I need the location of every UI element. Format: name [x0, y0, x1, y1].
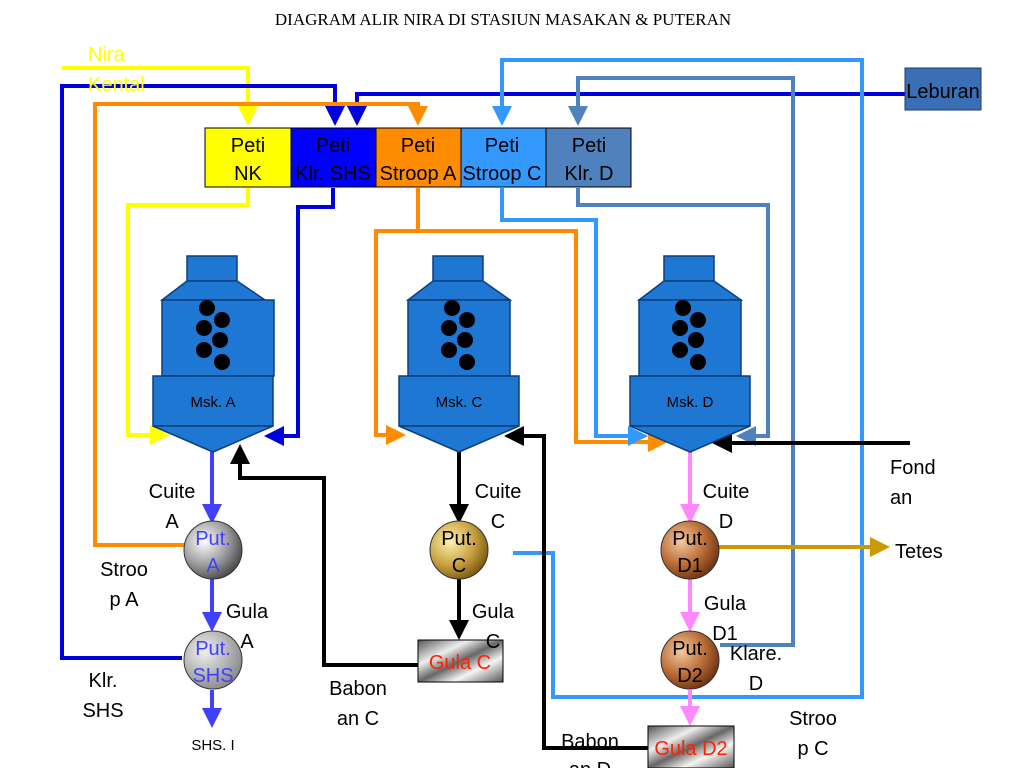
peti-nk-to-msk-a-line — [126, 188, 250, 445]
peti-stroop-c-line2: Stroop C — [463, 163, 542, 185]
peti-stroop-a-to-msk-c-line — [374, 188, 420, 445]
cuite-d-label-1: Cuite — [703, 481, 750, 503]
cuite-c-label-1: Cuite — [475, 481, 522, 503]
peti-klr-d-to-msk-d-line — [576, 188, 770, 446]
stroop-c-return-line — [492, 58, 864, 699]
klr-shs-label-2: SHS — [82, 700, 123, 722]
put-shs-line1: Put. — [195, 638, 231, 660]
msk-a-label: Msk. A — [190, 394, 235, 411]
fondan-label-2: an — [890, 487, 912, 509]
peti-klr-shs-to-msk-a-line — [264, 188, 335, 446]
peti-stroop-a-to-msk-d-line — [418, 229, 668, 452]
diagram-title: DIAGRAM ALIR NIRA DI STASIUN MASAKAN & P… — [275, 10, 731, 29]
klare-shs-return-line — [60, 84, 345, 660]
babonan-c-line — [230, 444, 418, 667]
peti-klr-d-line2: Klr. D — [565, 163, 614, 185]
put-a-line1: Put. — [195, 528, 231, 550]
klare-d-label-2: D — [749, 673, 763, 695]
peti-stroop-a-line2: Stroop A — [380, 163, 457, 185]
shs-i-label: SHS. I — [191, 737, 234, 754]
gula-c-box-label: Gula C — [429, 652, 491, 674]
stroop-a-label-1: Stroo — [100, 559, 148, 581]
put-a: Put. A — [183, 520, 243, 580]
babonan-d-line — [504, 426, 648, 750]
gula-c-box: Gula C — [417, 639, 504, 683]
cuite-d-label-2: D — [719, 511, 733, 533]
stroop-a-label-2: p A — [110, 589, 140, 611]
peti-stroop-c-tank: Peti Stroop C — [460, 127, 547, 188]
stroop-c-label-1: Stroo — [789, 708, 837, 730]
babonan-d-label-2: an D — [569, 759, 611, 768]
klr-shs-label-1: Klr. — [89, 670, 118, 692]
klare-d-label-1: Klare. — [730, 643, 782, 665]
nira-kental-label-1: Nira — [88, 44, 126, 66]
pan-c-tubes-icon — [441, 300, 475, 370]
pans: Msk. A Msk. C Msk. D — [152, 255, 751, 453]
put-d1-line2: D1 — [677, 555, 703, 577]
msk-d-label: Msk. D — [667, 394, 714, 411]
peti-klr-d-line1: Peti — [572, 135, 606, 157]
msk-c-label: Msk. C — [436, 394, 483, 411]
gula-d2-box: Gula D2 — [647, 725, 735, 768]
put-d2: Put. D2 — [660, 630, 720, 690]
put-c-line1: Put. — [441, 528, 477, 550]
put-c-line2: C — [452, 555, 466, 577]
gula-d1-label-2: D1 — [712, 623, 738, 645]
centrifugals: Put. A Put. SHS Put. C Put. D1 Put. D2 — [183, 520, 720, 690]
put-d1-line1: Put. — [672, 528, 708, 550]
pan-msk-c: Msk. C — [398, 255, 520, 453]
babonan-c-label-1: Babon — [329, 678, 387, 700]
leburan-line — [347, 92, 905, 126]
gula-d1-label-1: Gula — [704, 593, 747, 615]
pan-msk-d: Msk. D — [629, 255, 751, 453]
pan-a-tubes-icon — [196, 300, 230, 370]
peti-stroop-c-line1: Peti — [485, 135, 519, 157]
babonan-d-label-1: Babon — [561, 731, 619, 753]
tetes-label: Tetes — [895, 541, 943, 563]
cuite-a-label-2: A — [165, 511, 179, 533]
gula-a-label-1: Gula — [226, 601, 269, 623]
put-shs: Put. SHS — [183, 630, 243, 690]
babonan-c-label-2: an C — [337, 708, 379, 730]
gula-d2-box-label: Gula D2 — [654, 738, 727, 760]
gula-a-label-2: A — [240, 631, 254, 653]
fondan-label-1: Fond — [890, 457, 936, 479]
leburan-label: Leburan — [906, 81, 979, 103]
peti-stroop-a-line1: Peti — [401, 135, 435, 157]
put-d2-line1: Put. — [672, 638, 708, 660]
peti-klr-shs-line2: Klr. SHS — [295, 163, 371, 185]
peti-nk-tank: Peti NK — [204, 127, 292, 188]
peti-nk-line1: Peti — [231, 135, 265, 157]
nira-kental-label-2: Kental — [88, 74, 145, 96]
stroop-a-return-line — [93, 102, 428, 547]
peti-klr-d-tank: Peti Klr. D — [545, 127, 632, 188]
peti-klr-shs-line1: Peti — [316, 135, 350, 157]
gula-c-label-1: Gula — [472, 601, 515, 623]
pan-d-tubes-icon — [672, 300, 706, 370]
put-c: Put. C — [429, 520, 489, 580]
put-d1: Put. D1 — [660, 520, 720, 580]
cuite-a-label-1: Cuite — [149, 481, 196, 503]
leburan-box: Leburan — [904, 67, 982, 111]
pan-msk-a: Msk. A — [152, 255, 275, 453]
put-shs-line2: SHS — [192, 665, 233, 687]
stroop-c-label-2: p C — [797, 738, 828, 760]
peti-stroop-a-tank: Peti Stroop A — [375, 127, 462, 188]
peti-tanks: Peti NK Peti Klr. SHS Peti Stroop A Peti… — [204, 127, 632, 188]
gula-c-label-2: C — [486, 631, 500, 653]
klare-d-return-line — [568, 76, 795, 647]
put-a-line2: A — [206, 555, 220, 577]
peti-klr-shs-tank: Peti Klr. SHS — [290, 127, 377, 188]
peti-stroop-c-to-msk-d-line — [500, 188, 648, 446]
peti-nk-line2: NK — [234, 163, 262, 185]
put-d2-line2: D2 — [677, 665, 703, 687]
cuite-c-label-2: C — [491, 511, 505, 533]
